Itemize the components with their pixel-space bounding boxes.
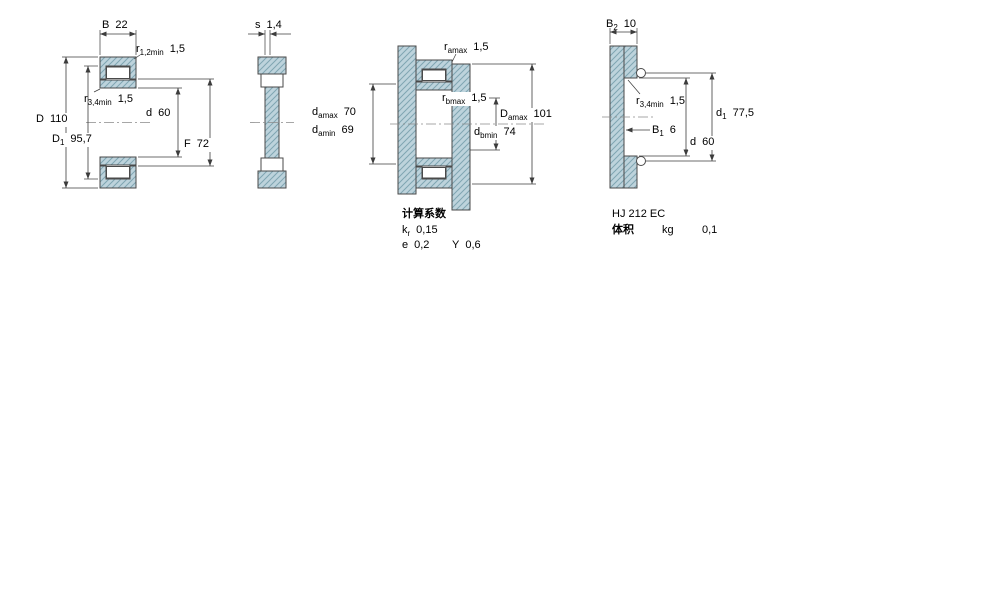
inner-ring-bottom-section bbox=[99, 156, 137, 166]
mass-value: 0,1 bbox=[702, 224, 718, 236]
inner-ring-top-section bbox=[415, 81, 453, 91]
drawing2-side-section bbox=[248, 30, 294, 189]
roller-bottom bbox=[106, 166, 130, 179]
outer-ring-top-section bbox=[99, 56, 137, 80]
roller-end-top bbox=[636, 68, 646, 78]
roller-top bbox=[106, 66, 130, 79]
outer-ring-bottom-section bbox=[99, 165, 137, 189]
left-abutment-bar bbox=[397, 45, 417, 195]
angle-ring-designation: HJ 212 EC bbox=[612, 208, 666, 220]
outer-ring-bottom-section bbox=[415, 166, 453, 189]
mass-unit: kg bbox=[662, 224, 674, 236]
ring-bottom-section bbox=[257, 170, 287, 189]
mass-label: 体积 bbox=[612, 224, 634, 236]
inner-ring-top-section bbox=[99, 79, 137, 89]
drawing2-dimension-lines bbox=[248, 30, 291, 55]
ring-top-section bbox=[257, 56, 287, 75]
roller-end-bottom bbox=[636, 156, 646, 166]
angle-ring-lip-bottom bbox=[623, 155, 638, 189]
roller-bottom bbox=[260, 157, 284, 172]
drawing3-dimension-lines bbox=[369, 53, 536, 185]
calculation-factors-title: 计算系数 bbox=[402, 208, 446, 220]
drawing1-bearing-cross-section bbox=[62, 30, 214, 189]
inner-ring-bottom-section bbox=[415, 157, 453, 167]
angle-ring-lip-top bbox=[623, 45, 638, 79]
roller-top bbox=[260, 73, 284, 88]
drawing4-angle-ring-section bbox=[602, 28, 716, 189]
roller-top bbox=[422, 69, 446, 81]
drawing1-dimension-lines bbox=[62, 30, 214, 189]
right-abutment-bar bbox=[451, 63, 471, 211]
drawing3-mounting-section bbox=[369, 45, 545, 211]
roller-bottom bbox=[422, 167, 446, 179]
